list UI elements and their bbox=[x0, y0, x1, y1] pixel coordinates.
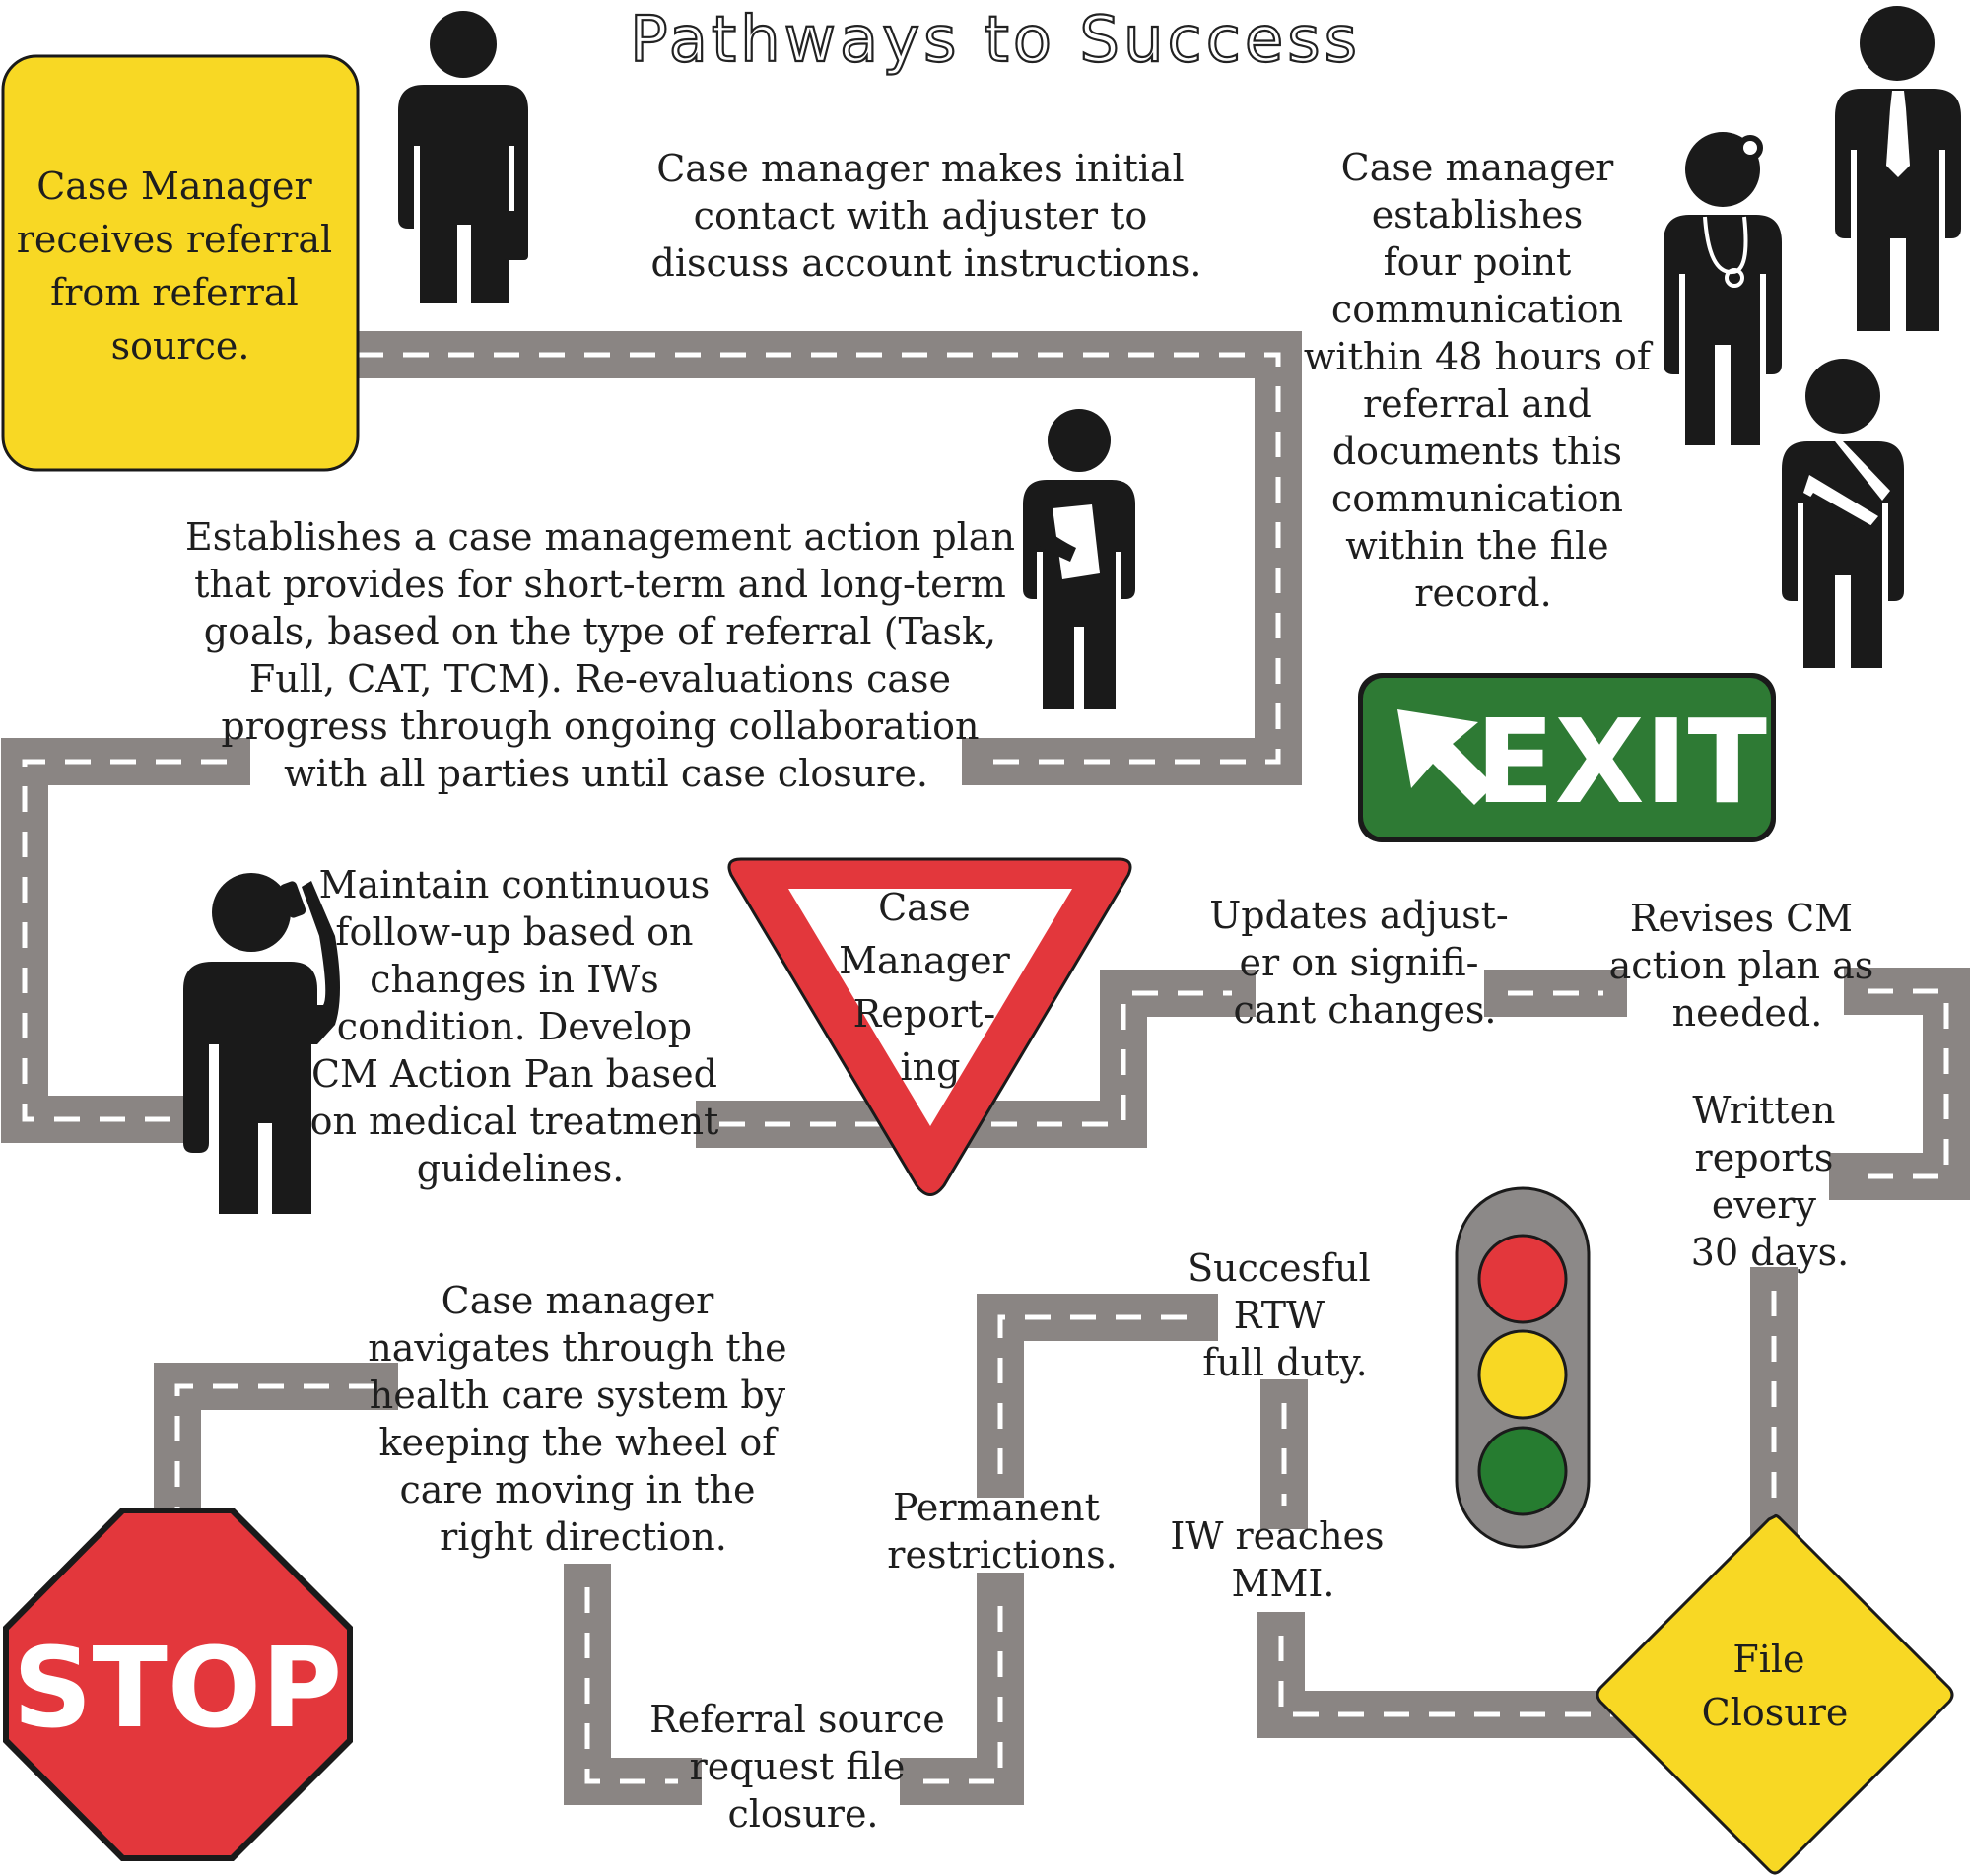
file-closure-sign: File Closure bbox=[1596, 1513, 1954, 1875]
step-action-plan: Establishes a case management action pla… bbox=[185, 515, 1027, 795]
road-lower-mid-lane-marking bbox=[923, 1596, 1003, 1784]
person-holding-document-icon bbox=[1023, 409, 1135, 709]
step-updates-adjuster: Updates adjust- er on signifi- cant chan… bbox=[1209, 894, 1521, 1032]
road-permanent-up bbox=[977, 1294, 1218, 1498]
road-stop-lane-marking bbox=[174, 1383, 374, 1508]
step-initial-contact: Case manager makes initial contact with … bbox=[651, 147, 1202, 285]
yield-sign: Case Manager Report- ing bbox=[727, 857, 1132, 1196]
road-stop bbox=[154, 1363, 398, 1531]
exit-sign-label: EXIT bbox=[1475, 694, 1767, 830]
traffic-light-icon bbox=[1455, 1186, 1591, 1549]
person-with-tie-icon bbox=[1835, 6, 1961, 331]
road-lower-mid bbox=[900, 1573, 1024, 1805]
road-lower-left bbox=[564, 1564, 702, 1805]
stop-sign-label: STOP bbox=[13, 1625, 342, 1753]
road-top-lane-marking bbox=[358, 352, 1281, 765]
file-closure-text: File Closure bbox=[1702, 1638, 1849, 1734]
page-title: Pathways to Success bbox=[630, 4, 1361, 77]
stop-sign: STOP bbox=[3, 1508, 353, 1861]
step-permanent-restrictions: Permanent restrictions. bbox=[887, 1486, 1117, 1576]
road-network bbox=[1, 331, 1970, 1805]
road-lower-left-lane-marking bbox=[584, 1587, 678, 1784]
step-follow-up: Maintain continuous follow-up based on c… bbox=[310, 863, 731, 1190]
step-revises-plan: Revises CM action plan as needed. bbox=[1609, 897, 1886, 1035]
injured-worker-arm-sling-icon bbox=[1782, 359, 1904, 668]
step-iw-reaches-mmi: IW reaches MMI. bbox=[1170, 1514, 1395, 1605]
traffic-light-green bbox=[1477, 1426, 1568, 1516]
referral-box-text: Case Manager receives referral from refe… bbox=[17, 165, 345, 368]
road-left-lane-marking bbox=[22, 759, 227, 1122]
road-mmi bbox=[1257, 1612, 1660, 1738]
step-four-point-communication: Case manager establishes four point comm… bbox=[1304, 146, 1663, 615]
arrow-up-left-icon bbox=[1397, 709, 1494, 805]
step-referral-request-closure: Referral source request file closure. bbox=[649, 1698, 957, 1836]
step-rtw-full-duty: Succesful RTW full duty. bbox=[1188, 1246, 1383, 1384]
road-right bbox=[1829, 968, 1970, 1200]
traffic-light-yellow bbox=[1477, 1329, 1568, 1420]
businessman-with-briefcase-icon bbox=[398, 11, 528, 303]
person-on-phone-icon bbox=[183, 873, 340, 1214]
traffic-light-red bbox=[1477, 1234, 1568, 1324]
referral-box: Case Manager receives referral from refe… bbox=[1, 54, 360, 472]
step-navigates: Case manager navigates through the healt… bbox=[368, 1279, 799, 1559]
exit-sign: EXIT bbox=[1358, 673, 1776, 842]
road-permanent-up-lane-marking bbox=[997, 1314, 1194, 1474]
doctor-with-stethoscope-icon bbox=[1664, 132, 1782, 445]
yield-sign-text: Case Manager Report- ing bbox=[839, 886, 1022, 1089]
step-written-reports: Written reports every 30 days. bbox=[1691, 1089, 1849, 1274]
